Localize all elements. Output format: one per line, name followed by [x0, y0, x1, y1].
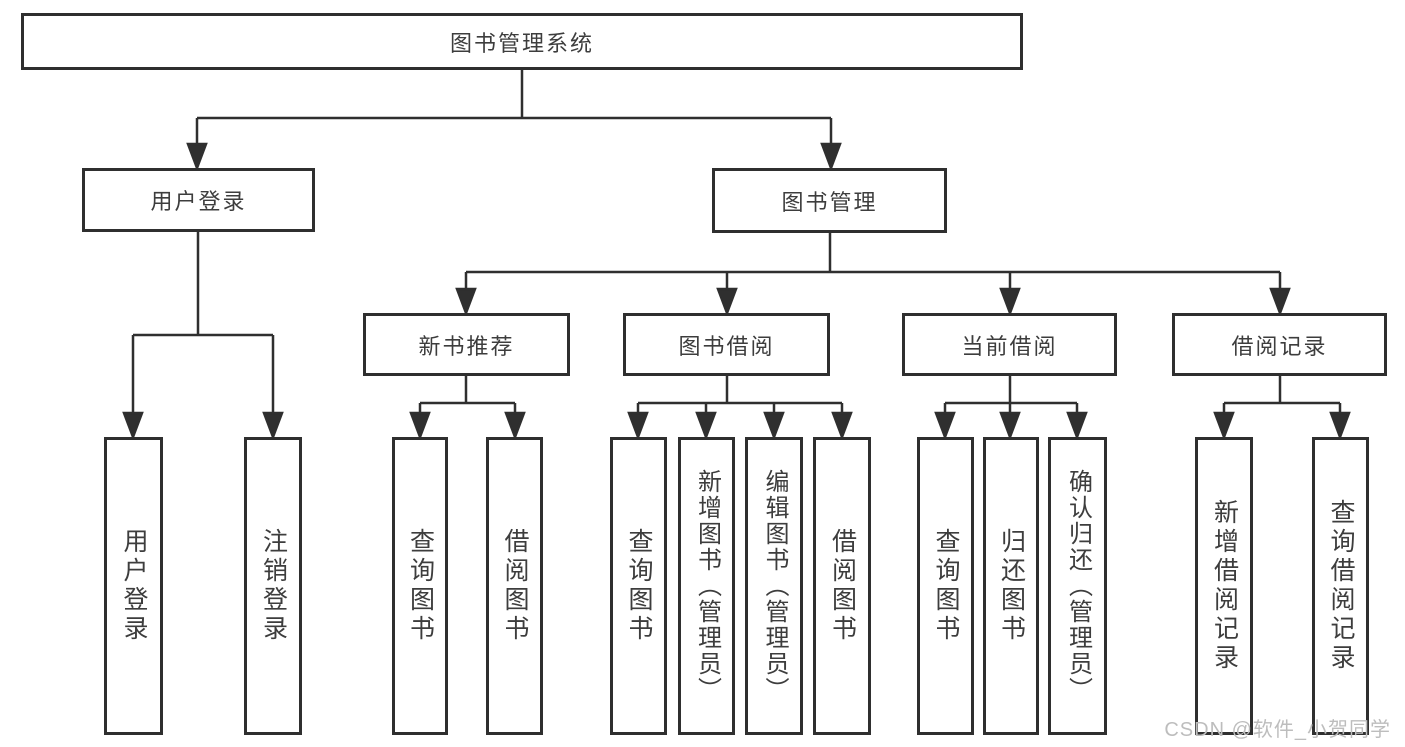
leaf-query-books-2: 查询图书 — [610, 437, 667, 735]
leaf-borrow-books-2: 借阅图书 — [813, 437, 871, 735]
leaf-return-books-label: 归还图书 — [997, 528, 1026, 644]
node-book-borrow: 图书借阅 — [623, 313, 830, 376]
leaf-query-books-2-label: 查询图书 — [625, 528, 653, 644]
node-user-login-label: 用户登录 — [150, 189, 247, 214]
node-current-borrow: 当前借阅 — [902, 313, 1117, 376]
leaf-add-borrow-record-label: 新增借阅记录 — [1210, 499, 1239, 673]
node-current-borrow-label: 当前借阅 — [961, 333, 1058, 359]
node-new-books-label: 新书推荐 — [418, 333, 515, 359]
leaf-borrow-books-1: 借阅图书 — [486, 437, 543, 735]
leaf-logout-label: 注销登录 — [259, 528, 288, 644]
node-user-login: 用户登录 — [82, 168, 315, 232]
connector-book-borrow-to-leaves — [627, 376, 853, 441]
leaf-edit-books-admin: 编辑图书（管理员） — [745, 437, 803, 735]
leaf-query-borrow-record-label: 查询借阅记录 — [1327, 499, 1355, 673]
connector-borrow-records-to-leaves — [1213, 376, 1351, 441]
connector-root-to-level2 — [186, 69, 842, 172]
watermark: CSDN @软件_小贺同学 — [1164, 719, 1391, 741]
node-borrow-records-label: 借阅记录 — [1231, 333, 1328, 359]
leaf-return-books: 归还图书 — [983, 437, 1039, 735]
leaf-query-books-3: 查询图书 — [917, 437, 974, 735]
leaf-confirm-return-admin-label: 确认归还（管理员） — [1064, 469, 1092, 703]
node-book-borrow-label: 图书借阅 — [678, 333, 775, 359]
node-borrow-records: 借阅记录 — [1172, 313, 1387, 376]
leaf-add-books-admin: 新增图书（管理员） — [678, 437, 735, 735]
connector-book-mgmt-to-level3 — [455, 233, 1291, 317]
leaf-user-login-label: 用户登录 — [120, 528, 148, 644]
node-root: 图书管理系统 — [21, 13, 1023, 70]
node-root-label: 图书管理系统 — [449, 30, 594, 56]
connector-new-books-to-leaves — [409, 376, 526, 441]
leaf-confirm-return-admin: 确认归还（管理员） — [1048, 437, 1107, 735]
leaf-logout: 注销登录 — [244, 437, 302, 735]
leaf-query-books-1-label: 查询图书 — [406, 528, 435, 644]
leaf-add-borrow-record: 新增借阅记录 — [1195, 437, 1253, 735]
leaf-borrow-books-1-label: 借阅图书 — [501, 528, 529, 644]
leaf-query-books-1: 查询图书 — [392, 437, 448, 735]
node-new-books: 新书推荐 — [363, 313, 570, 376]
node-book-mgmt: 图书管理 — [712, 168, 947, 233]
leaf-query-books-3-label: 查询图书 — [932, 528, 960, 644]
leaf-borrow-books-2-label: 借阅图书 — [828, 528, 857, 644]
connector-user-login-to-leaves — [122, 232, 284, 441]
leaf-add-books-admin-label: 新增图书（管理员） — [693, 469, 721, 703]
leaf-query-borrow-record: 查询借阅记录 — [1312, 437, 1369, 735]
node-book-mgmt-label: 图书管理 — [781, 189, 878, 215]
connector-current-borrow-to-leaves — [934, 376, 1088, 441]
leaf-user-login: 用户登录 — [104, 437, 163, 735]
leaf-edit-books-admin-label: 编辑图书（管理员） — [761, 469, 788, 703]
